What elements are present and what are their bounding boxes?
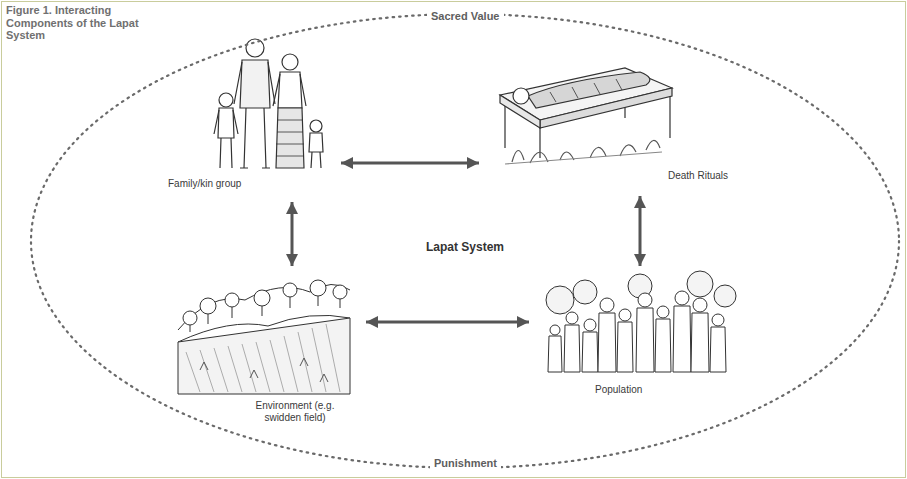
death-rituals-component: Death Rituals (485, 24, 737, 190)
double-arrow (366, 321, 529, 324)
component-label: Environment (e.g. swidden field) (240, 400, 350, 424)
family-component: Family/kin group (160, 28, 335, 196)
population-illustration (546, 271, 736, 372)
environment-component: Environment (e.g. swidden field) (175, 272, 360, 427)
population-component: Population (535, 272, 735, 400)
environment-illustration (178, 280, 350, 394)
family-illustration (214, 39, 323, 168)
ellipse-outline (31, 14, 899, 468)
double-arrow (341, 162, 479, 165)
double-arrow (291, 202, 294, 266)
component-label: Family/kin group (168, 178, 241, 190)
center-label: Lapat System (426, 240, 504, 254)
frame-label: Punishment (430, 457, 501, 470)
component-label: Death Rituals (668, 170, 728, 182)
death-bed-illustration (500, 68, 672, 164)
component-label: Population (595, 384, 642, 396)
system-ellipse: Sacred ValueLapat SystemPunishment Family… (28, 10, 902, 472)
figure-title: Figure 1. Interacting Components of the … (6, 4, 156, 42)
double-arrow (639, 196, 642, 266)
frame-label: Sacred Value (427, 10, 504, 23)
